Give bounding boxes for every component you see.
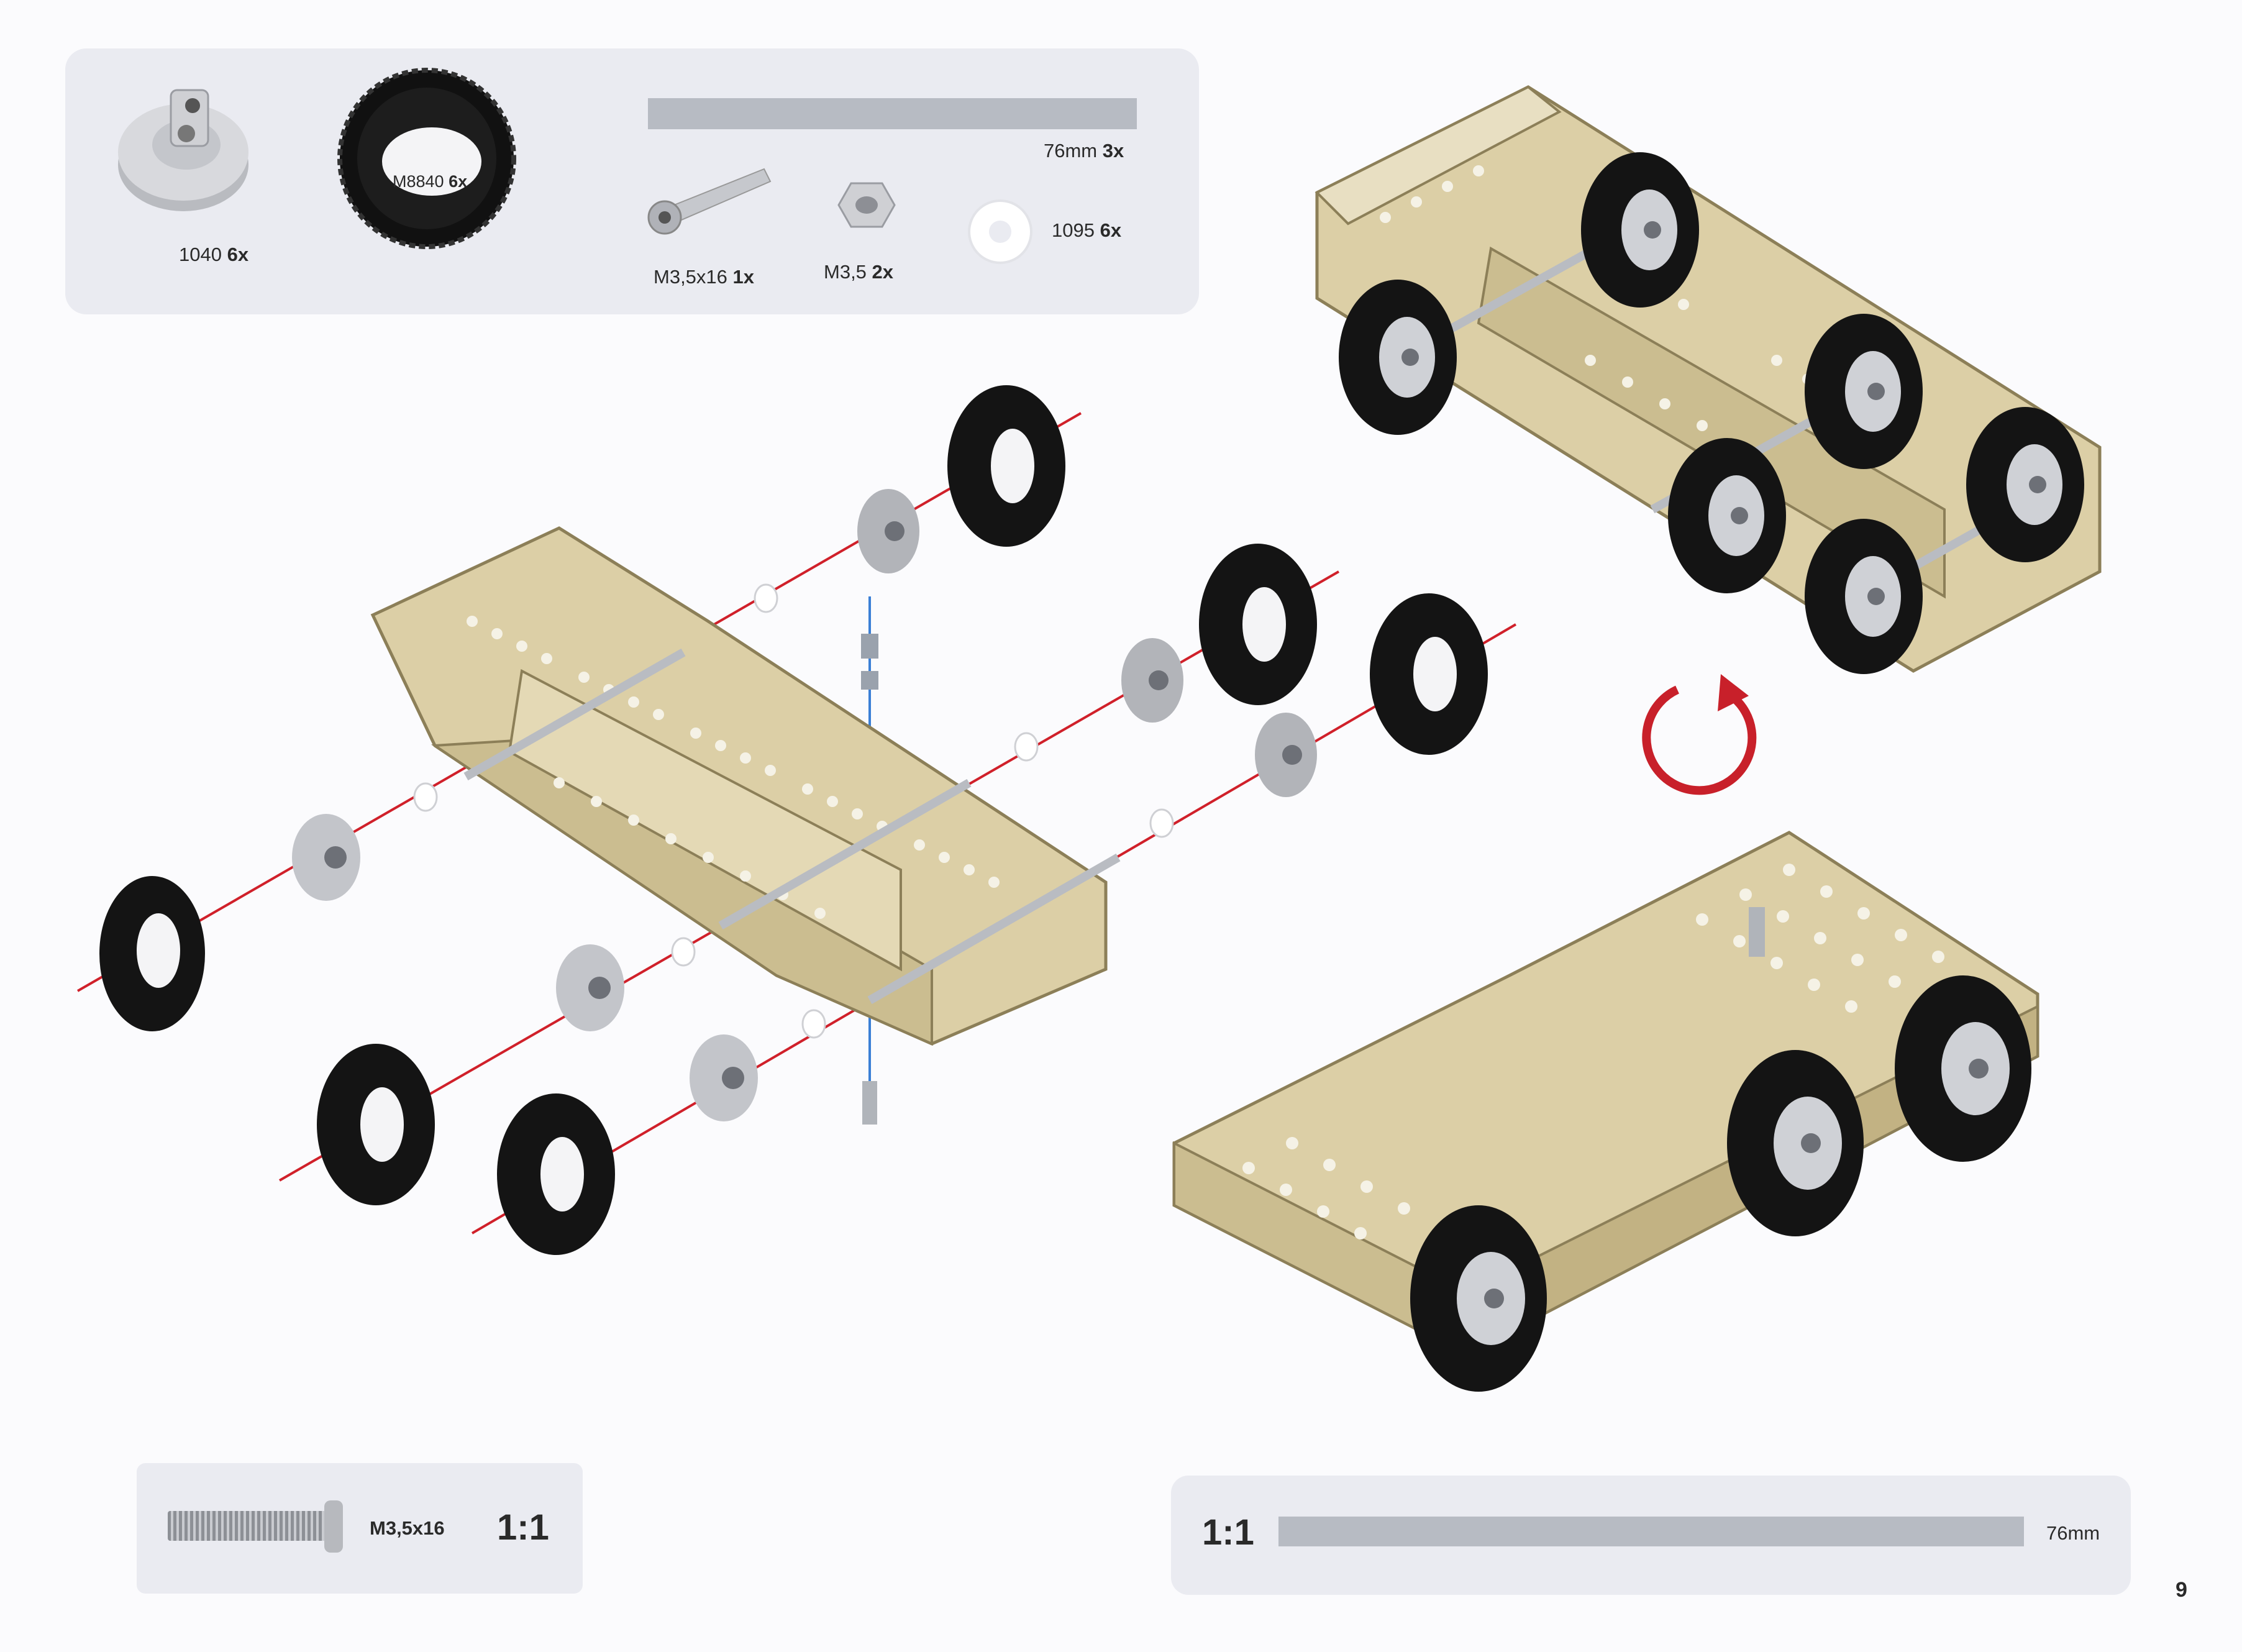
wheel-top-2 (1727, 1050, 1864, 1236)
pulley-left-3 (690, 1034, 758, 1121)
washer-left-3 (801, 1009, 826, 1039)
tire-left-1 (99, 876, 205, 1031)
tire-code: M8840 (393, 172, 444, 191)
screw-label: M3,5x16 1x (654, 266, 754, 288)
axle-qty: 3x (1102, 140, 1124, 162)
washer-right-3 (1149, 808, 1174, 838)
pulley-right-2 (1121, 638, 1183, 723)
wheel-ud-6 (1966, 407, 2084, 562)
pulley-label: 1040 6x (179, 244, 248, 266)
nut-icon (837, 182, 896, 228)
screw-code: M3,5x16 (654, 266, 727, 288)
tire-right-1 (947, 385, 1065, 547)
washer-left-1 (413, 782, 438, 812)
pulley-right-3 (1255, 713, 1317, 797)
rotate-arrow-icon (1642, 674, 1757, 795)
axle-length: 76mm (1044, 140, 1098, 162)
wheel-ud-2 (1581, 152, 1699, 308)
pulley-icon (118, 89, 248, 211)
assembled-underside-view (1315, 85, 2102, 674)
tire-right-2 (1199, 544, 1317, 705)
wheel-ud-5 (1805, 519, 1923, 674)
axle-scale-bar (1278, 1517, 2024, 1546)
tire-icon (337, 68, 516, 249)
nut-label: M3,5 2x (824, 261, 893, 283)
screw-icon (647, 168, 772, 235)
washer-right-1 (754, 583, 778, 613)
chassis-frame (370, 526, 1108, 1046)
pulley-right-1 (857, 489, 919, 573)
washer-code: 1095 (1052, 219, 1095, 241)
pulley-left-2 (556, 944, 624, 1031)
tire-left-2 (317, 1044, 435, 1205)
washer-label: 1095 6x (1052, 219, 1121, 242)
wheel-ud-1 (1339, 280, 1457, 435)
tire-qty: 6x (449, 172, 468, 191)
screw-qty: 1x (732, 266, 755, 288)
wheel-top-1 (1410, 1205, 1547, 1392)
screw-scale-head (324, 1500, 343, 1553)
tire-right-3 (1370, 593, 1488, 755)
nut-qty: 2x (872, 261, 894, 283)
axle-scale-ratio: 1:1 (1202, 1512, 1254, 1553)
parts-panel (65, 48, 1199, 314)
axle-label: 76mm 3x (1044, 140, 1124, 162)
screw-scale-ratio: 1:1 (497, 1507, 549, 1548)
wheel-ud-4 (1805, 314, 1923, 469)
axle-icon (648, 98, 1137, 129)
washer-qty: 6x (1100, 219, 1122, 241)
assembled-top-view (1172, 831, 2039, 1392)
tire-label: M8840 6x (393, 172, 467, 191)
wheel-top-3 (1895, 975, 2031, 1162)
wheel-ud-3 (1668, 438, 1786, 593)
pulley-code: 1040 (179, 244, 222, 265)
tire-left-3 (497, 1093, 615, 1255)
screw-scale-code: M3,5x16 (370, 1517, 445, 1539)
nut-code: M3,5 (824, 261, 867, 283)
exploded-assembly (77, 385, 1517, 1255)
washer-icon (968, 199, 1032, 264)
screw-scale-icon (168, 1511, 329, 1541)
page-number: 9 (2176, 1578, 2187, 1602)
washer-right-2 (1014, 732, 1039, 762)
pulley-left-1 (292, 814, 360, 901)
axle-scale-length: 76mm (2046, 1522, 2100, 1544)
pulley-qty: 6x (227, 244, 249, 265)
washer-left-2 (671, 937, 696, 967)
